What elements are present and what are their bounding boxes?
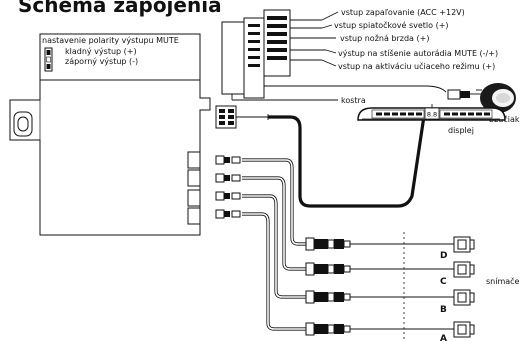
sensor-letter-d: D bbox=[440, 251, 447, 261]
display-cable bbox=[268, 115, 426, 208]
sensor-letter-c: C bbox=[440, 277, 447, 287]
polarity-positive-label: kladný výstup (+) bbox=[65, 47, 137, 56]
wire-label-learning-mode: vstup na aktiváciu učiaceho režimu (+) bbox=[338, 61, 495, 71]
buzzer-wire bbox=[264, 85, 447, 93]
display-readout: 8.8 bbox=[427, 111, 437, 119]
wire-label-reverse-light: vstup spiatočkové svetlo (+) bbox=[334, 20, 449, 30]
sensors-label: snímače bbox=[486, 276, 520, 286]
buzzer-connector bbox=[447, 89, 482, 100]
wire-label-brake: vstup nožná brzda (+) bbox=[340, 34, 429, 43]
sensor-letter-a: A bbox=[440, 334, 447, 341]
control-unit: nastavenie polarity výstupu MUTE kladný … bbox=[9, 33, 211, 236]
polarity-negative-label: záporný výstup (-) bbox=[65, 57, 138, 66]
sensor-port-b bbox=[187, 189, 201, 207]
main-connector bbox=[221, 9, 291, 100]
sensor-plugs-unit-side bbox=[215, 155, 241, 219]
sensor-c bbox=[453, 261, 475, 278]
sensor-a bbox=[453, 321, 475, 338]
wire-label-mute: výstup na stíšenie autorádia MUTE (-/+) bbox=[338, 48, 498, 58]
sensor-port-d bbox=[187, 151, 201, 169]
polarity-panel bbox=[39, 33, 201, 81]
ground-label: kostra bbox=[341, 96, 366, 105]
sensor-d bbox=[453, 236, 475, 253]
sensor-port-c bbox=[187, 169, 201, 187]
polarity-heading: nastavenie polarity výstupu MUTE bbox=[42, 36, 179, 45]
sensor-inline-connectors bbox=[305, 237, 351, 336]
sensor-wires bbox=[350, 243, 454, 330]
wire-label-ignition: vstup zapaľovanie (ACC +12V) bbox=[341, 8, 465, 17]
wire-lines bbox=[290, 11, 339, 67]
sensor-cables bbox=[242, 158, 306, 331]
display-connector bbox=[215, 105, 269, 129]
sensor-b bbox=[453, 289, 475, 306]
sensor-port-a bbox=[187, 207, 201, 225]
sensor-letter-b: B bbox=[440, 305, 447, 315]
display-label: displej bbox=[448, 126, 474, 135]
buzzer-icon bbox=[480, 83, 516, 113]
diagram-title: Schéma zapojenia bbox=[18, 0, 222, 17]
display-unit: 8.8 bbox=[357, 104, 506, 121]
